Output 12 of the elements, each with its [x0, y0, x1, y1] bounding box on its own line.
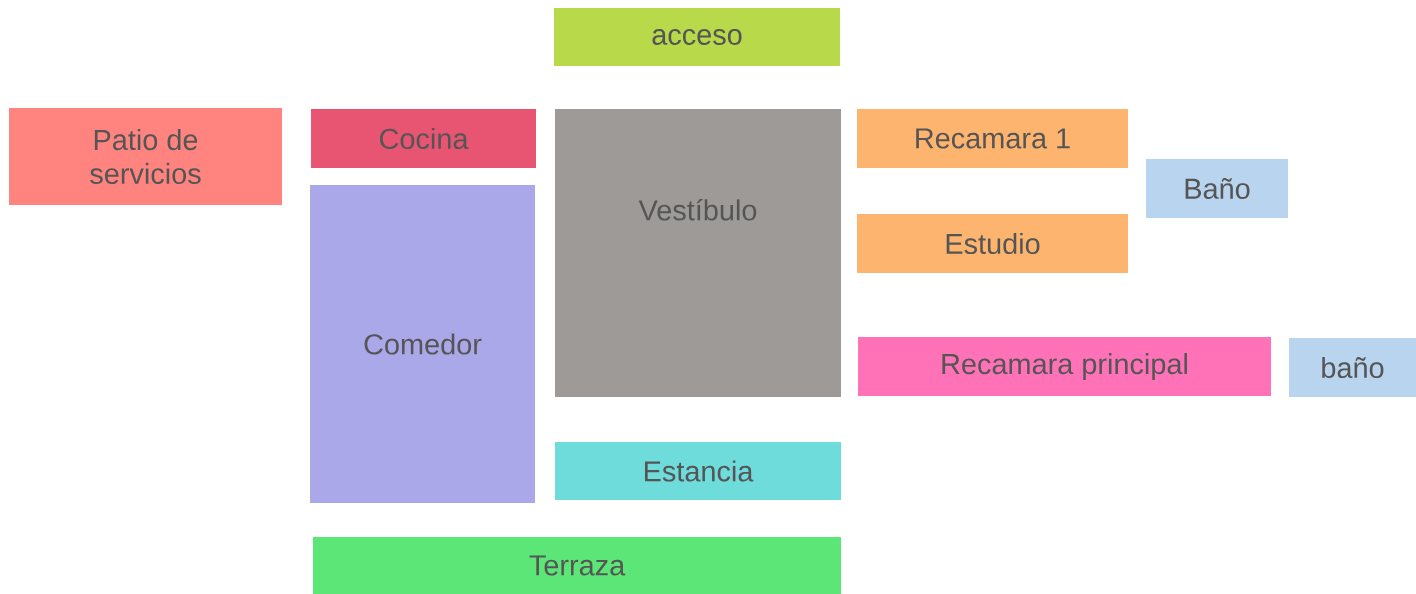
- room-box: Estancia: [555, 442, 841, 500]
- room-box: Cocina: [311, 109, 536, 168]
- room-box: Recamara principal: [858, 337, 1271, 396]
- room-box: Patio de servicios: [9, 108, 282, 205]
- room-box: Estudio: [857, 214, 1128, 273]
- room-box: Baño: [1146, 159, 1288, 218]
- room-box: baño: [1289, 338, 1416, 397]
- room-box: acceso: [554, 8, 840, 66]
- room-box: Comedor: [310, 185, 535, 503]
- room-box: Terraza: [313, 537, 841, 594]
- room-box: Recamara 1: [857, 109, 1128, 168]
- room-box: Vestíbulo: [555, 109, 841, 397]
